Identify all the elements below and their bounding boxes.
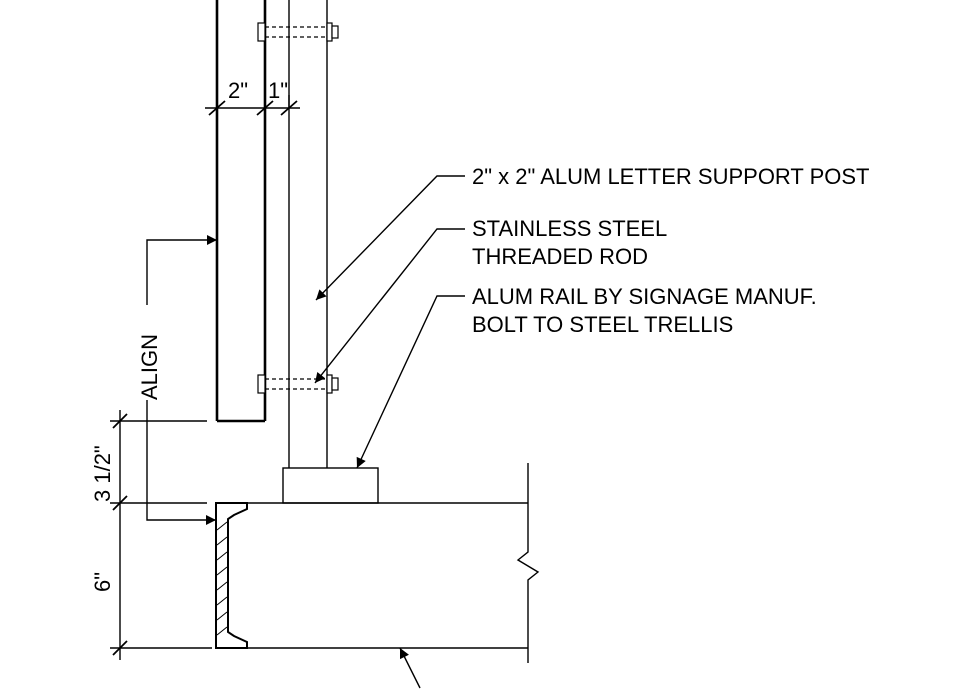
steel-trellis-beam [232,463,540,663]
callout-post: 2" x 2" ALUM LETTER SUPPORT POST [472,164,869,189]
dim-gap-width: 1" [268,78,288,103]
width-dimension [205,95,300,116]
post-leader [315,175,465,301]
dim-panel-width: 2" [228,78,248,103]
rod-leader [314,228,465,384]
threaded-rod-bottom [257,374,339,394]
align-label: ALIGN [137,334,162,400]
callout-rod-line2: THREADED ROD [472,244,648,269]
callout-rail-line2: BOLT TO STEEL TRELLIS [472,312,733,337]
threaded-rod-top [257,22,339,42]
channel-profile [215,502,248,649]
callout-rail-line1: ALUM RAIL BY SIGNAGE MANUF. [472,284,817,309]
letter-panel [215,0,267,423]
height-dimension [110,410,212,660]
support-post [288,0,328,468]
alum-rail [282,467,379,504]
callout-rod-line1: STAINLESS STEEL [472,216,667,241]
dim-offset-height: 3 1/2" [90,445,115,502]
rail-leader [356,295,465,469]
beam-leader [399,647,421,689]
dim-beam-height: 6" [90,572,115,592]
align-leader [146,235,217,525]
